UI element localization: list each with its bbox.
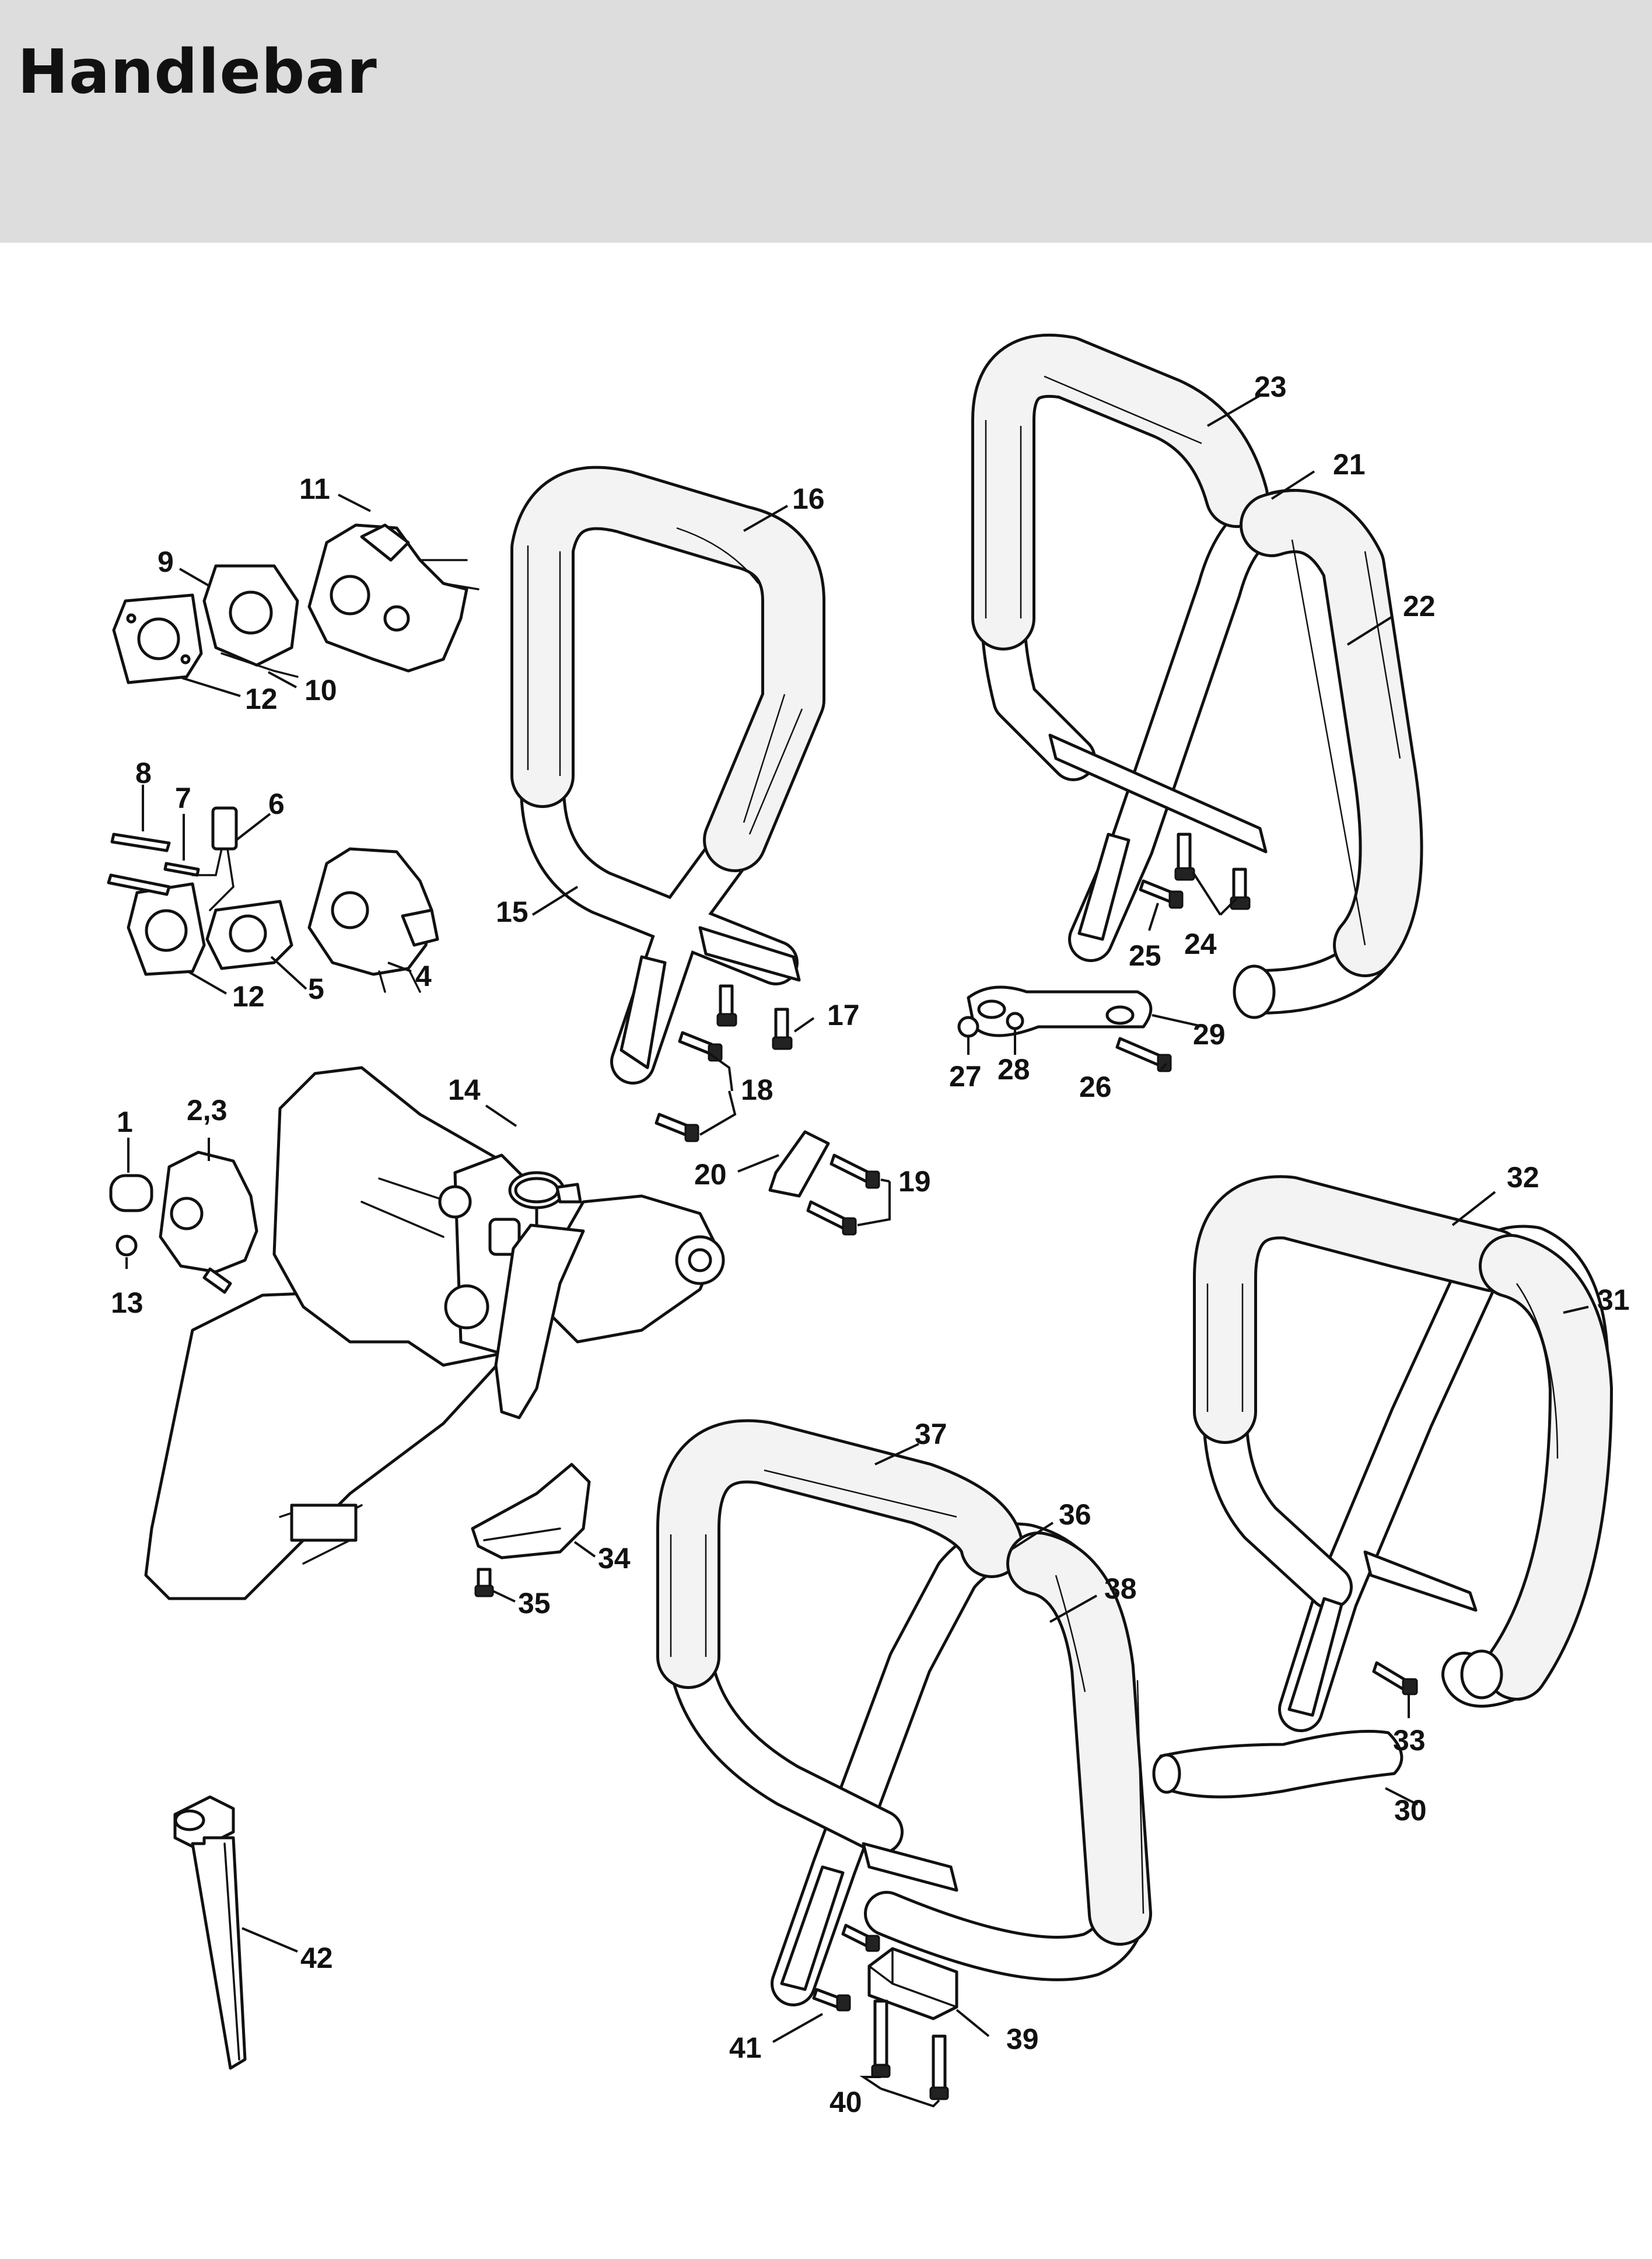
callout-18: 18 (741, 1073, 774, 1106)
callout-9: 9 (158, 545, 174, 578)
plate-20 (768, 1130, 830, 1198)
callout-labels: 1 2,3 4 5 6 7 8 9 10 11 12 12 13 14 15 1… (111, 370, 1630, 2118)
callout-4: 4 (415, 960, 432, 992)
screw-18-b (654, 1113, 699, 1142)
pin-7 (163, 862, 200, 877)
callout-16: 16 (792, 482, 825, 515)
clamp-14 (508, 1171, 582, 1209)
screw-40-b (929, 2034, 949, 2100)
callout-35: 35 (518, 1587, 551, 1620)
washer-28 (1006, 1012, 1024, 1030)
callout-12-mid: 12 (232, 980, 265, 1013)
callout-42: 42 (300, 1942, 333, 1974)
callout-11: 11 (299, 473, 330, 505)
screw-41-b (812, 1988, 851, 2012)
callout-1: 1 (117, 1106, 133, 1138)
callout-40: 40 (830, 2086, 862, 2118)
callout-12-top: 12 (245, 683, 278, 715)
carburetor-assembly-top (307, 523, 480, 673)
screw-26 (1115, 1037, 1172, 1072)
callout-14: 14 (448, 1073, 481, 1106)
screw-17-b (772, 1008, 793, 1050)
handlebar-36-37-38 (656, 1419, 1152, 2006)
callout-27: 27 (949, 1060, 982, 1093)
screw-27 (957, 1016, 979, 1038)
cable-10 (220, 652, 299, 678)
handlebar-31-32 (1193, 1175, 1613, 1732)
wrench-42 (173, 1795, 247, 2070)
callout-5: 5 (308, 973, 324, 1005)
screw-24-a (1174, 833, 1195, 881)
callout-24: 24 (1184, 928, 1217, 960)
screw-33 (1372, 1661, 1418, 1695)
callout-23: 23 (1254, 370, 1287, 403)
callout-8: 8 (135, 757, 152, 789)
callout-10: 10 (304, 674, 337, 707)
pins-8 (107, 833, 171, 896)
callout-29: 29 (1193, 1018, 1226, 1051)
callout-37: 37 (915, 1418, 947, 1450)
callout-25: 25 (1129, 939, 1161, 972)
page-title: Handlebar (18, 36, 377, 107)
callout-7: 7 (175, 782, 191, 814)
guard-29 (967, 985, 1153, 1037)
part-1 (109, 1174, 153, 1212)
gasket-12-top (112, 593, 203, 684)
callout-34: 34 (598, 1542, 631, 1575)
leader-lines (125, 394, 1589, 2108)
callout-13: 13 (111, 1286, 144, 1319)
handlebar-21-22-23 (971, 333, 1423, 1019)
screw-35 (474, 1568, 494, 1597)
callout-32: 32 (1507, 1161, 1539, 1194)
crankcase-housing (144, 1066, 725, 1600)
screw-19-a (830, 1153, 880, 1189)
callout-2-3: 2,3 (187, 1094, 228, 1127)
callout-30: 30 (1394, 1794, 1427, 1827)
carburetor-2-3 (159, 1151, 258, 1294)
screw-41-a (841, 1924, 880, 1952)
callout-39: 39 (1006, 2023, 1039, 2055)
guard-30 (1152, 1730, 1404, 1799)
callout-31: 31 (1597, 1284, 1630, 1316)
callout-41: 41 (729, 2031, 762, 2064)
gasket-9 (202, 564, 299, 667)
cover-34 (471, 1463, 591, 1559)
callout-33: 33 (1393, 1724, 1426, 1757)
screw-40-a (871, 1999, 891, 2078)
callout-22: 22 (1403, 590, 1436, 623)
gasket-12-mid (127, 882, 206, 976)
callout-17: 17 (827, 999, 860, 1031)
gasket-5 (205, 900, 293, 970)
callout-28: 28 (998, 1053, 1030, 1086)
callout-6: 6 (268, 788, 285, 820)
screw-25 (1139, 879, 1184, 909)
carburetor-assembly-mid (307, 847, 439, 993)
connector-6 (191, 806, 238, 911)
callout-15: 15 (496, 896, 528, 928)
nut-13 (116, 1235, 138, 1257)
callout-19: 19 (898, 1165, 931, 1198)
screw-17-a (716, 984, 737, 1027)
callout-36: 36 (1059, 1498, 1091, 1531)
block-39 (867, 1947, 958, 2020)
callout-26: 26 (1079, 1071, 1112, 1103)
callout-21: 21 (1333, 448, 1366, 481)
callout-20: 20 (694, 1158, 727, 1191)
handlebar-15-16 (510, 466, 825, 1085)
header-band (0, 0, 1652, 243)
callout-38: 38 (1104, 1572, 1137, 1605)
screw-19-b (806, 1200, 857, 1236)
